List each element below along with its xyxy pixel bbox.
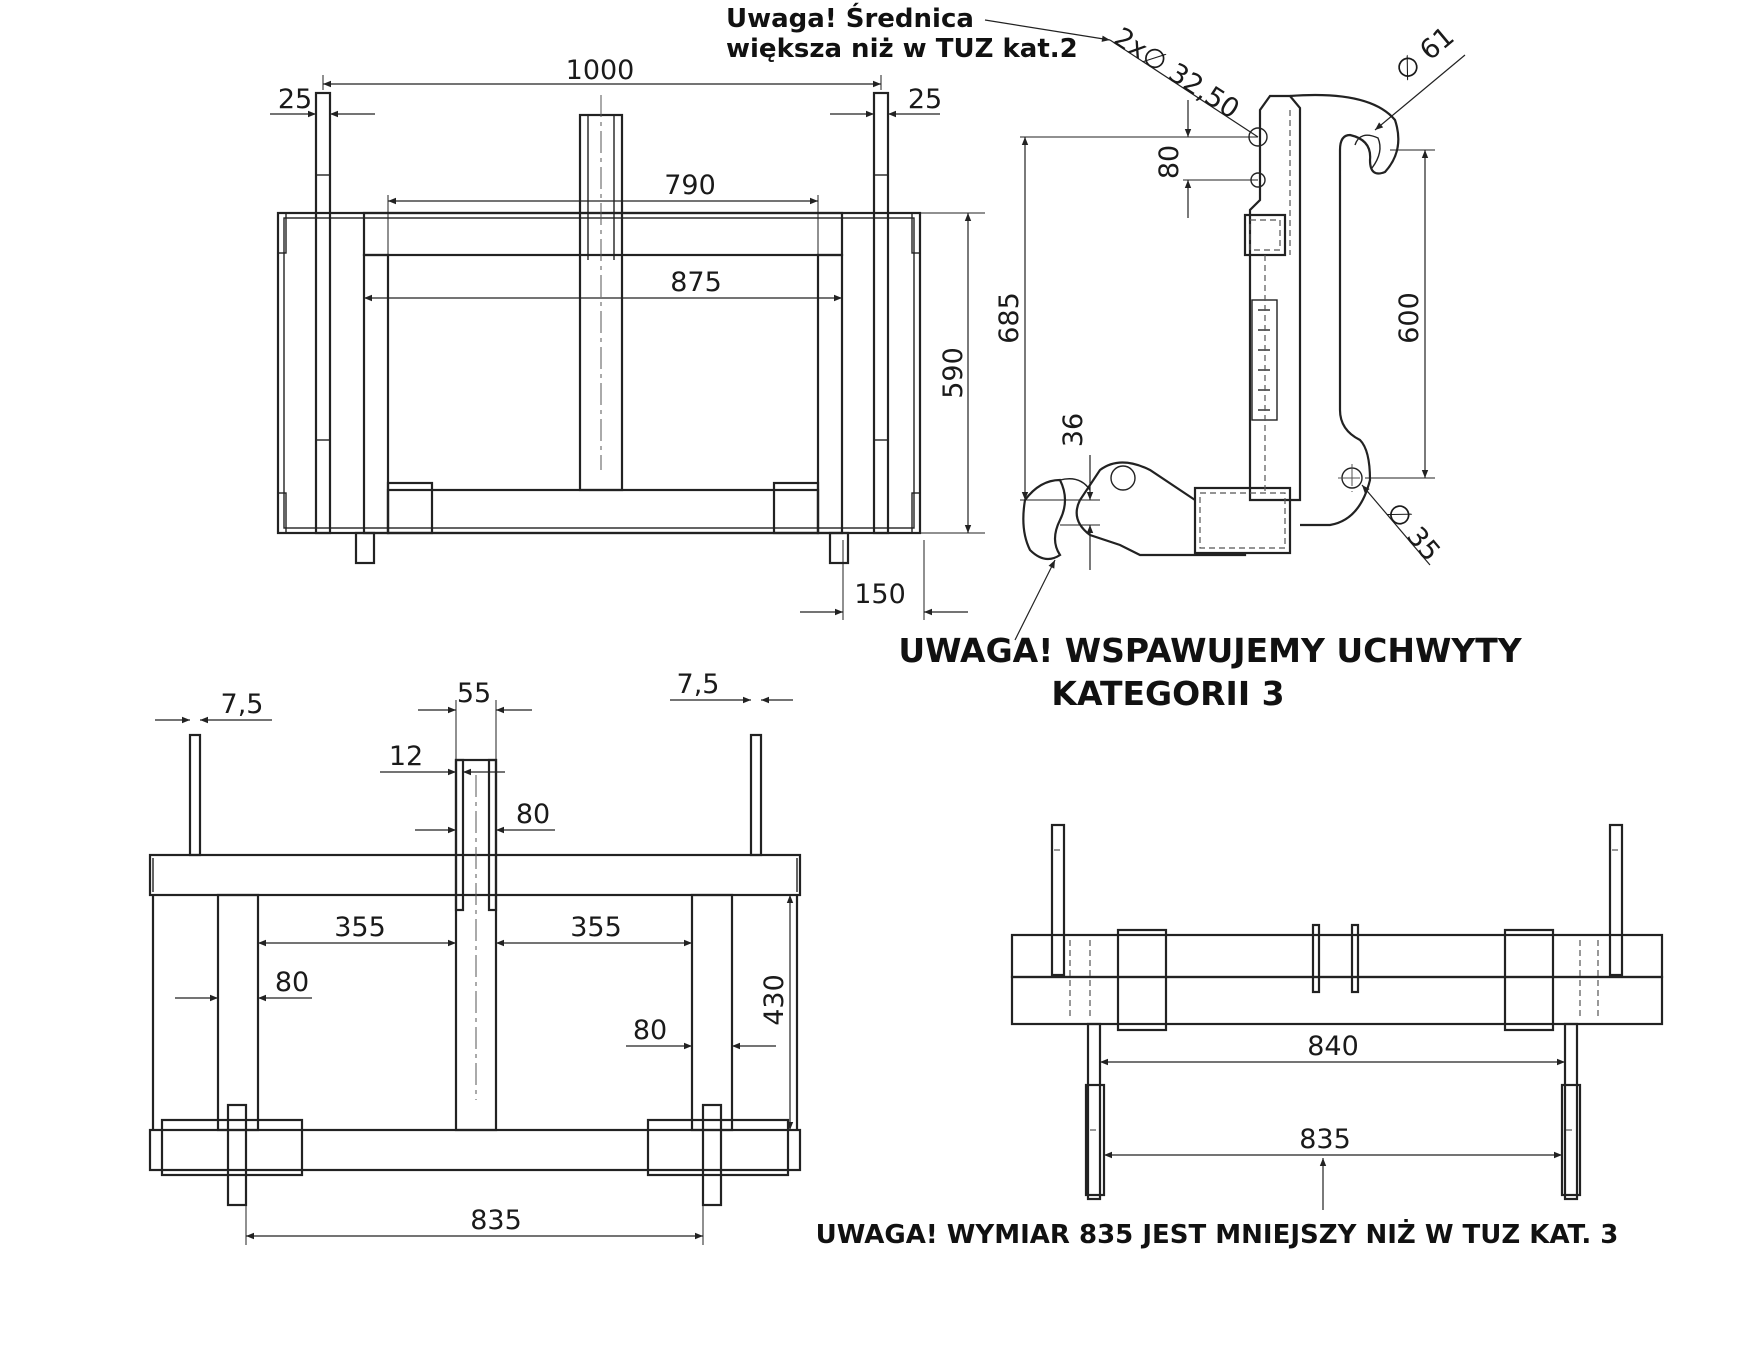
note-weld-line1: UWAGA! WSPAWUJEMY UCHWYTY <box>898 631 1522 670</box>
front-dim-590: 590 <box>938 347 969 399</box>
top-view: 7,5 7,5 55 12 80 355 355 80 80 <box>148 669 802 1245</box>
front-dim-1000: 1000 <box>566 55 635 86</box>
side-dim-600: 600 <box>1394 292 1425 344</box>
note-weld-line2: KATEGORII 3 <box>1051 674 1284 713</box>
top-dim-430: 430 <box>759 974 790 1026</box>
top-dim-7-5-right: 7,5 <box>677 669 720 700</box>
side-dim-diameter-61: ∅ 61 <box>1390 21 1461 87</box>
front-dim-25-right: 25 <box>908 84 942 115</box>
side-dim-diameter-35: ∅ 35 <box>1380 497 1446 568</box>
front-view: 1000 25 25 790 875 590 150 <box>270 55 985 620</box>
top-dim-355-right: 355 <box>570 912 622 943</box>
note-diameter-line2: większa niż w TUZ kat.2 <box>726 34 1078 64</box>
front-dim-25-left: 25 <box>278 84 312 115</box>
side-dim-80: 80 <box>1154 145 1185 179</box>
top-dim-835: 835 <box>470 1205 522 1236</box>
side-dim-holes: 2x∅ 32,50 <box>1108 22 1244 126</box>
bottom-view: 840 835 <box>1010 823 1664 1210</box>
bottom-dim-835: 835 <box>1299 1124 1351 1155</box>
top-dim-355-left: 355 <box>334 912 386 943</box>
side-view: 2x∅ 32,50 ∅ 61 80 685 600 36 ∅ 35 <box>984 19 1466 641</box>
top-dim-55: 55 <box>457 678 491 709</box>
top-dim-7-5-left: 7,5 <box>221 689 264 720</box>
side-dim-36: 36 <box>1058 413 1089 447</box>
front-dim-875: 875 <box>670 267 722 298</box>
note-diameter-line1: Uwaga! Średnica <box>726 2 974 34</box>
top-dim-80-center: 80 <box>516 799 550 830</box>
top-dim-12: 12 <box>389 741 423 772</box>
front-dim-150: 150 <box>854 579 906 610</box>
top-dim-80-right: 80 <box>633 1015 667 1046</box>
top-dim-80-left: 80 <box>275 967 309 998</box>
side-dim-685: 685 <box>994 292 1025 344</box>
note-dimension-warning: UWAGA! WYMIAR 835 JEST MNIEJSZY NIŻ W TU… <box>816 1218 1619 1250</box>
front-dim-790: 790 <box>664 170 716 201</box>
bottom-dim-840: 840 <box>1307 1031 1359 1062</box>
